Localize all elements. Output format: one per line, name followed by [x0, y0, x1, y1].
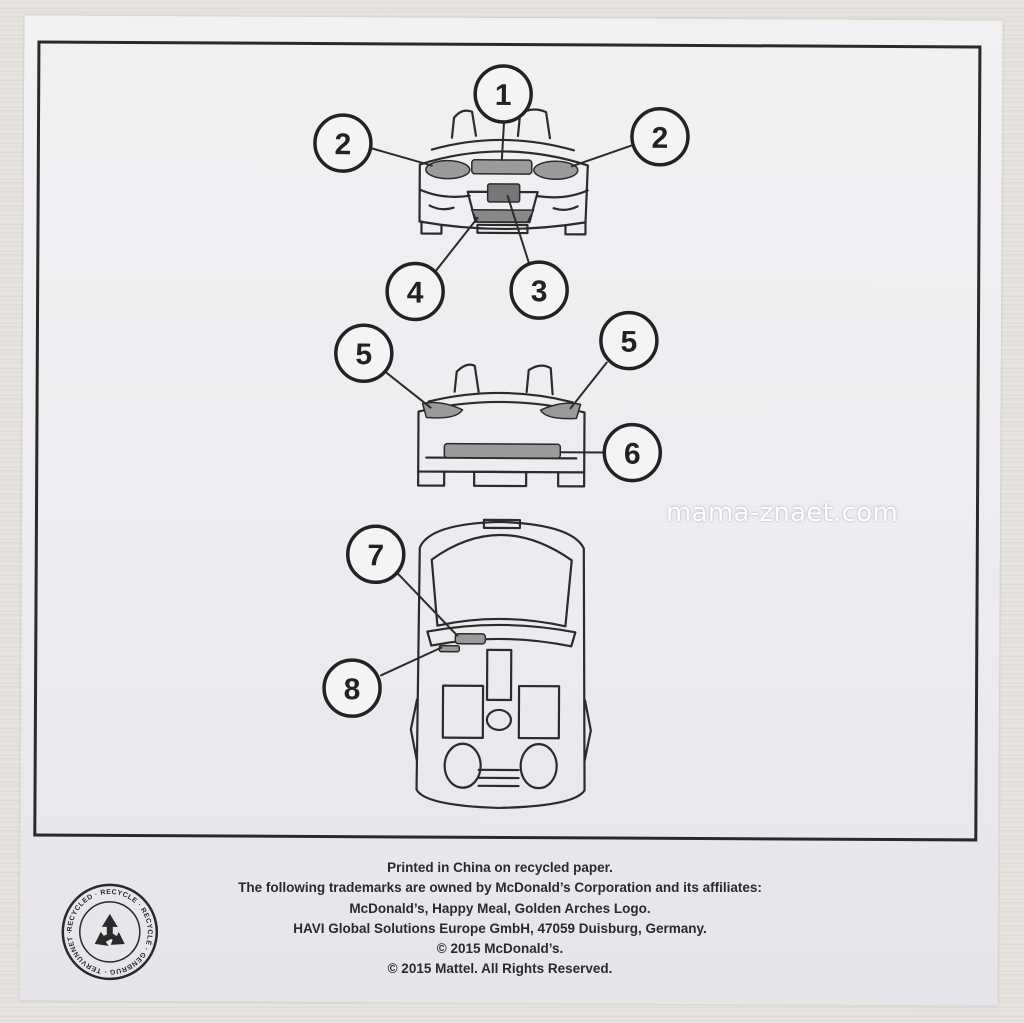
callout-1: 1 — [473, 64, 533, 124]
footer-line: The following trademarks are owned by Mc… — [238, 880, 762, 896]
footer-line: Printed in China on recycled paper. — [387, 860, 613, 875]
callout-3: 3 — [509, 260, 569, 320]
svg-text:5: 5 — [620, 326, 637, 359]
sticker-area-4 — [470, 209, 535, 223]
instruction-sheet: 1 2 2 4 3 5 5 — [19, 15, 1003, 1006]
legal-footer: Printed in China on recycled paper. The … — [180, 858, 820, 980]
car-top-view — [409, 518, 592, 810]
footer-line: © 2015 Mattel. All Rights Reserved. — [387, 961, 613, 977]
sticker-area-2-right — [533, 160, 579, 180]
footer-line: HAVI Global Solutions Europe GmbH, 47059… — [293, 920, 707, 936]
svg-text:5: 5 — [355, 338, 372, 371]
sticker-area-3 — [486, 183, 521, 203]
sticker-area-1 — [471, 159, 533, 175]
sticker-area-8 — [438, 644, 461, 653]
sticker-area-7 — [454, 632, 487, 645]
car-rear-view — [417, 363, 586, 488]
sticker-area-2-left — [425, 159, 471, 180]
footer-line: © 2015 McDonald’s. — [436, 941, 564, 957]
footer-line: McDonald’s, Happy Meal, Golden Arches Lo… — [349, 900, 651, 916]
svg-text:4: 4 — [407, 276, 424, 309]
sticker-diagram: 1 2 2 4 3 5 5 — [313, 64, 690, 810]
callout-4: 4 — [385, 261, 445, 322]
svg-text:7: 7 — [367, 539, 384, 572]
callout-8: 8 — [322, 658, 382, 718]
svg-text:3: 3 — [531, 275, 548, 308]
svg-text:2: 2 — [652, 122, 669, 155]
watermark-text: mama-znaet.com — [666, 498, 899, 528]
recycled-paper-logo: RECYCLED · RECYCLE · RECYCLÉ · GENBRUG ·… — [57, 877, 161, 983]
svg-text:2: 2 — [334, 128, 351, 161]
sticker-area-6 — [443, 442, 562, 459]
callout-6: 6 — [602, 422, 663, 483]
svg-text:6: 6 — [624, 438, 641, 471]
callout-5-right: 5 — [599, 310, 659, 371]
callout-5-left: 5 — [334, 323, 394, 383]
sticker-area-5-left — [421, 401, 464, 419]
callout-7: 7 — [346, 524, 406, 585]
callout-2-right: 2 — [630, 107, 690, 167]
callout-group: 1 2 2 4 3 5 5 — [313, 64, 690, 718]
callout-2-left: 2 — [313, 113, 373, 173]
svg-text:8: 8 — [344, 673, 361, 706]
svg-text:1: 1 — [495, 79, 512, 112]
recycle-icon — [94, 913, 125, 946]
